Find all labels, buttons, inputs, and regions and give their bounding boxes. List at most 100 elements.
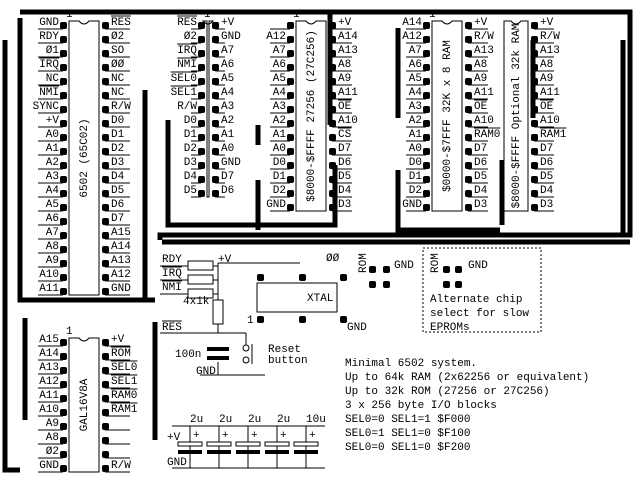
- pin-pad: [60, 232, 67, 239]
- pin-pad: [329, 120, 336, 127]
- pin-label: A1: [273, 129, 287, 141]
- pin-label: D2: [409, 185, 422, 197]
- pin-pad: [198, 22, 205, 29]
- pin-pad: [102, 353, 109, 360]
- pin-pad: [102, 274, 109, 281]
- pin-pad: [465, 50, 472, 57]
- rom-select-label: ROM: [358, 253, 370, 273]
- input-label: IRQ: [162, 268, 182, 280]
- capacitor-plate: [264, 441, 290, 447]
- pin-pad: [329, 36, 336, 43]
- pin-label: A10: [540, 115, 560, 127]
- pin-pad: [531, 36, 538, 43]
- pin-pad: [102, 232, 109, 239]
- pin-label: R/W: [540, 31, 560, 43]
- pin-pad: [198, 50, 205, 57]
- pin-pad: [102, 204, 109, 211]
- pin-label: D2: [111, 143, 124, 155]
- pin-label: D4: [540, 185, 554, 197]
- pin-label: A1: [221, 129, 235, 141]
- decoupling-vplus: +V: [167, 432, 181, 444]
- pin-label: D4: [338, 185, 352, 197]
- chip-body: [295, 20, 327, 212]
- pin-label: D1: [111, 129, 125, 141]
- pin-label: Ø2: [111, 31, 124, 43]
- pin-pad: [60, 134, 67, 141]
- note-line: SEL0=0 SEL1=0 $F200: [345, 442, 470, 454]
- input-label: RDY: [162, 254, 182, 266]
- pin-label: GND: [402, 199, 422, 211]
- pin-pad: [60, 409, 67, 416]
- cap-polarity: +: [193, 430, 200, 442]
- pin-label: D4: [111, 171, 125, 183]
- chip-name: GAL16V8A: [79, 378, 91, 431]
- xtal-pin1: 1: [247, 315, 254, 327]
- resistor-label: 4x1k: [183, 296, 210, 308]
- pin-label: D2: [273, 185, 286, 197]
- pin-pad: [299, 274, 306, 281]
- pin-label: A6: [409, 59, 422, 71]
- pin-label: D1: [409, 171, 423, 183]
- cap-value: 2u: [190, 414, 203, 426]
- pin-pad: [329, 134, 336, 141]
- resistor: [187, 274, 214, 285]
- pin-label: RAM1: [540, 129, 567, 141]
- pin-pad: [60, 64, 67, 71]
- pin-pad: [423, 78, 430, 85]
- chip-body: [68, 337, 100, 473]
- pin-label: A9: [338, 73, 351, 85]
- pin-label: A0: [273, 143, 286, 155]
- cap-label: 100n: [175, 349, 201, 361]
- pin-pad: [423, 36, 430, 43]
- pin-label: A9: [474, 73, 487, 85]
- pin-pad: [102, 260, 109, 267]
- pin-label: D5: [111, 185, 124, 197]
- pin-pad: [329, 22, 336, 29]
- pin-label: NC: [111, 73, 125, 85]
- pin-pad: [102, 78, 109, 85]
- pin-label: IRQ: [39, 59, 59, 71]
- pin-pad: [329, 204, 336, 211]
- pin-label: GND: [39, 460, 59, 472]
- pin-pad: [60, 274, 67, 281]
- pin-pad: [60, 246, 67, 253]
- pin-label: A0: [221, 143, 234, 155]
- pin-label: A5: [221, 73, 234, 85]
- pin-label: A9: [46, 418, 59, 430]
- resistor: [187, 260, 214, 271]
- pin-pad: [257, 316, 264, 323]
- pin-label: A12: [111, 269, 131, 281]
- pin-pad: [212, 78, 219, 85]
- pin-pad: [60, 148, 67, 155]
- xtal-gnd-label: GND: [347, 322, 367, 334]
- pin-pad: [198, 120, 205, 127]
- chip-name: 6502 (65C02): [79, 118, 91, 197]
- pin-pad: [287, 120, 294, 127]
- pin-label: A5: [273, 73, 286, 85]
- pin-pad: [287, 106, 294, 113]
- pin-pad: [287, 92, 294, 99]
- pin-label: A9: [46, 255, 59, 267]
- pin-pad: [198, 64, 205, 71]
- pin-label: +V: [111, 334, 125, 346]
- pin-label: A13: [338, 45, 358, 57]
- pin-label: SYNC: [33, 101, 60, 113]
- pin-label: OE: [474, 101, 488, 113]
- pin-pad: [423, 176, 430, 183]
- button-contact: [242, 356, 250, 364]
- xtal-oscillator: [256, 282, 338, 313]
- pin-label: A11: [39, 390, 59, 402]
- pin-pad: [102, 367, 109, 374]
- pin-label: R/W: [111, 101, 131, 113]
- pin-label: A7: [409, 45, 422, 57]
- pin-pad: [329, 162, 336, 169]
- resistor: [212, 299, 224, 325]
- chip-name: $0000-$7FFF 32K x 8 RAM: [442, 40, 454, 192]
- reset-button-label: button: [268, 355, 308, 367]
- pin-pad: [329, 190, 336, 197]
- pin-pad: [198, 78, 205, 85]
- pin-pad: [287, 204, 294, 211]
